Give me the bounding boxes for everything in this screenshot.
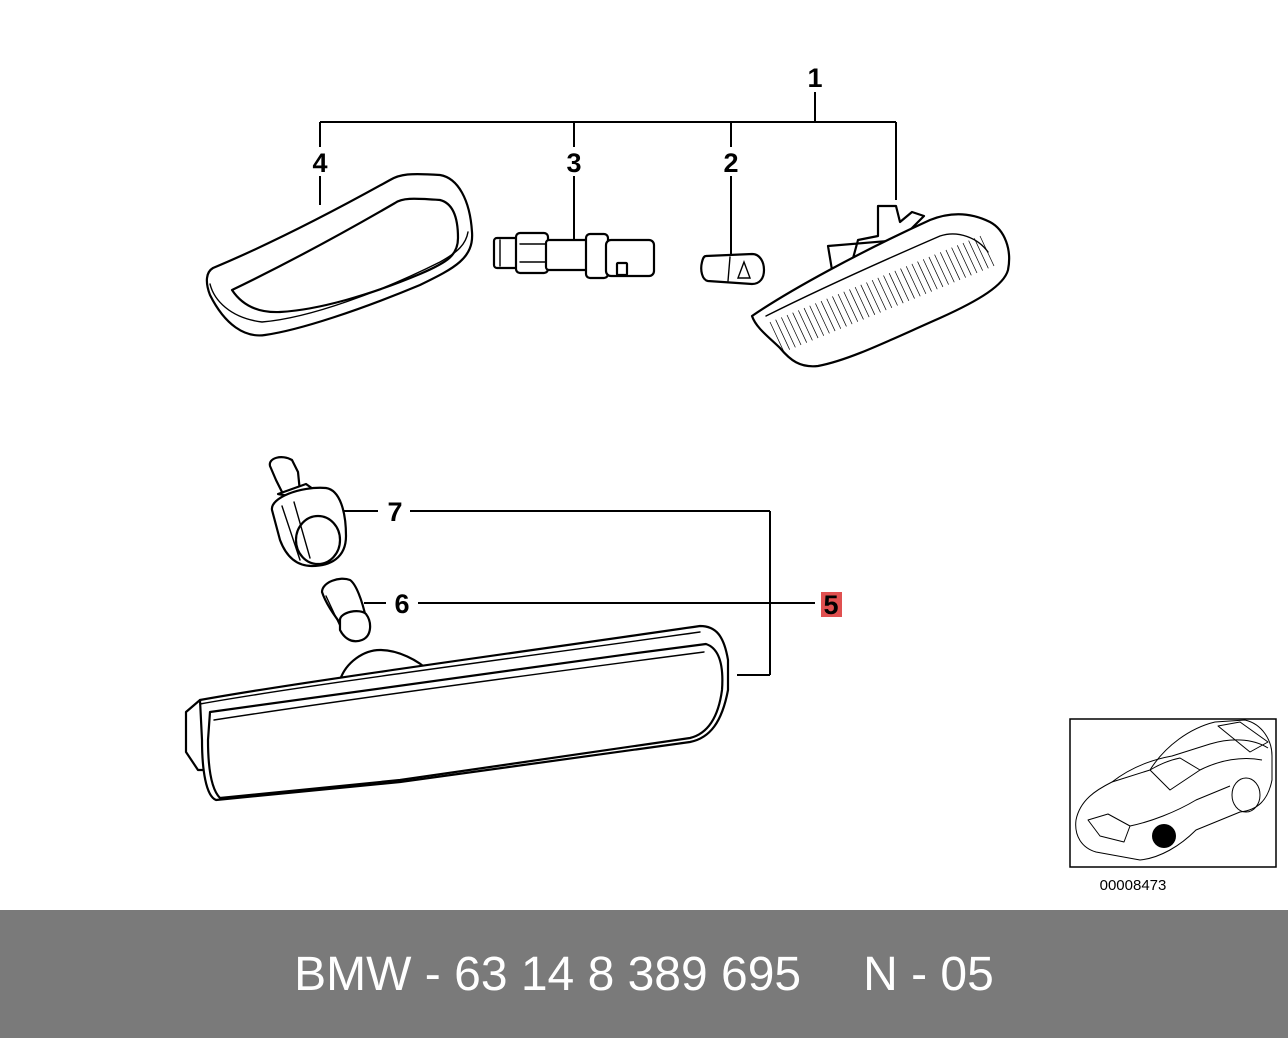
lens-hatch-line (860, 284, 876, 315)
lens-hatch-line (905, 266, 921, 297)
lens-hatch-line (945, 249, 961, 281)
callout-5[interactable]: 5 (821, 590, 842, 620)
callout-7: 7 (387, 497, 402, 527)
inset-frame (1069, 718, 1277, 868)
lens-hatch-line (883, 275, 898, 306)
lens-hatch-line (803, 307, 819, 339)
callout-4: 4 (312, 148, 327, 178)
lens-hatch-line (792, 312, 808, 343)
lens-hatch-line (894, 270, 910, 302)
car-thumbnail (1075, 719, 1273, 861)
lens-hatch-line (849, 289, 864, 320)
lens-hatch-line (974, 238, 989, 269)
wedge-bulb-drawing (700, 252, 766, 286)
leader-group-5 (336, 510, 815, 676)
lens-hatch-line (911, 263, 927, 295)
part-number-bar: BMW - 63 14 8 389 695 N - 05 (0, 910, 1288, 1038)
small-bulb-drawing (320, 577, 372, 643)
lens-hatch-line (962, 242, 978, 274)
location-marker (1152, 824, 1176, 848)
callout-label-5: 5 (823, 590, 838, 620)
lens-hatch-line (786, 314, 802, 346)
lens-hatch-line (866, 282, 881, 313)
lens-hatch-line (832, 296, 847, 327)
lens-hatch-line (900, 268, 915, 299)
lens-hatch-line (769, 321, 785, 353)
callout-label-4: 4 (312, 148, 327, 178)
lens-hatch-line (877, 277, 893, 308)
lens-hatch-line (888, 273, 904, 304)
callout-label-1: 1 (807, 63, 822, 93)
lens-hatch-line (928, 256, 944, 288)
lens-hatch-line (837, 293, 853, 325)
bulb-socket-drawing (492, 231, 656, 280)
lens-hatch-line (820, 300, 836, 332)
lens-hatch-line (979, 235, 995, 267)
callout-label-2: 2 (723, 148, 738, 178)
lens-hatch-line (917, 261, 932, 292)
location-inset: 00008473 (1069, 718, 1277, 894)
lens-hatch-line (854, 286, 870, 318)
lens-hatch-line (871, 280, 887, 311)
variant-text: N - 05 (863, 947, 994, 1001)
leader-group-1 (319, 92, 897, 256)
lens-hatching (769, 235, 995, 353)
lens-hatch-line (798, 310, 813, 341)
lens-hatch-line (815, 303, 830, 334)
part-number-text: BMW - 63 14 8 389 695 (294, 947, 802, 1001)
lens-hatch-line (922, 259, 938, 290)
callout-label-6: 6 (394, 589, 409, 619)
lens-hatch-line (939, 252, 955, 283)
bulb-holder-drawing (268, 456, 348, 568)
lens-hatch-line (951, 247, 966, 278)
callout-label-3: 3 (566, 148, 581, 178)
lens-hatch-line (809, 305, 825, 336)
side-repeater-lens-drawing (750, 204, 1011, 368)
callout-1: 1 (807, 63, 822, 93)
callout-6: 6 (394, 589, 409, 619)
lens-hatch-line (934, 254, 949, 285)
lens-hatch-line (843, 291, 859, 322)
parts-diagram: 1 2 3 4 5 6 7 (184, 63, 1277, 894)
lens-hatch-line (826, 298, 842, 329)
callout-3: 3 (566, 148, 581, 178)
callout-label-7: 7 (387, 497, 402, 527)
lens-hatch-line (968, 240, 983, 271)
gasket-frame-drawing (205, 172, 474, 337)
lens-hatch-line (781, 317, 796, 348)
callout-5-highlight (821, 592, 842, 617)
callout-2: 2 (723, 148, 738, 178)
side-marker-lamp-drawing (184, 624, 730, 802)
lens-hatch-line (956, 245, 972, 276)
inset-reference-number: 00008473 (1100, 877, 1167, 894)
lens-hatch-line (775, 319, 790, 350)
